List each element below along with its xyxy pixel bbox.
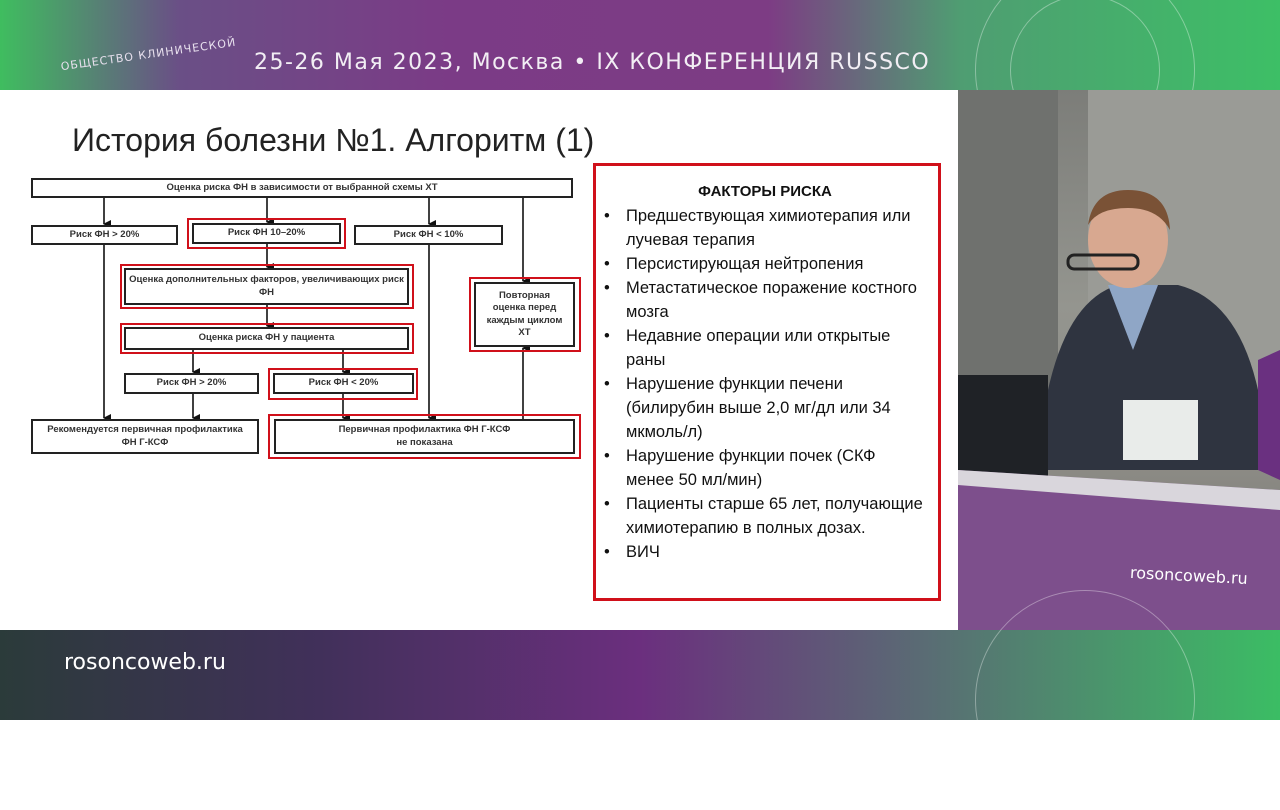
flow-patient-high-box: Риск ФН > 20%: [124, 373, 259, 394]
risk-factor-item: Персистирующая нейтропения: [602, 252, 928, 276]
risk-factor-item: Нарушение функции печени (билирубин выше…: [602, 372, 928, 444]
flow-risk-high-box: Риск ФН > 20%: [31, 225, 178, 245]
risk-factor-item: ВИЧ: [602, 540, 928, 564]
risk-factors-heading: ФАКТОРЫ РИСКА: [698, 183, 832, 200]
speaker-video: rosoncoweb.ru: [958, 90, 1280, 630]
flow-start-box: Оценка риска ФН в зависимости от выбранн…: [31, 178, 573, 198]
slide-title: История болезни №1. Алгоритм (1): [72, 122, 595, 158]
top-banner: ОБЩЕСТВО КЛИНИЧЕСКОЙ 25-26 Мая 2023, Мос…: [0, 0, 1280, 90]
conference-title: 25-26 Мая 2023, Москва • IX КОНФЕРЕНЦИЯ …: [254, 50, 931, 75]
flow-risk-mid-box: Риск ФН 10–20%: [192, 223, 341, 244]
flow-recommended-box: Рекомендуется первичная профилактика ФН …: [31, 419, 259, 454]
risk-factor-item: Недавние операции или открытые раны: [602, 324, 928, 372]
highlight-frame: [268, 414, 581, 459]
speaker-figure: [958, 190, 1280, 630]
flow-risk-low-box: Риск ФН < 10%: [354, 225, 503, 245]
highlight-frame: [120, 264, 414, 309]
highlight-frame: [469, 277, 581, 352]
bottom-banner: rosoncoweb.ru: [0, 590, 1280, 810]
wall-panel: [958, 90, 1058, 390]
risk-factor-item: Пациенты старше 65 лет, получающие химио…: [602, 492, 928, 540]
footer-url: rosoncoweb.ru: [64, 650, 226, 675]
highlight-frame: [268, 368, 418, 400]
risk-factor-item: Предшествующая химиотерапия или лучевая …: [602, 204, 928, 252]
highlight-frame: [187, 218, 346, 249]
flow-not-indicated-box: Первичная профилактика ФН Г-КСФ не показ…: [274, 419, 575, 454]
society-logo: ОБЩЕСТВО КЛИНИЧЕСКОЙ: [59, 35, 238, 74]
risk-factors-panel: ФАКТОРЫ РИСКА Предшествующая химиотерапи…: [593, 163, 941, 601]
flow-extra-factors-box: Оценка дополнительных факторов, увеличив…: [124, 268, 409, 305]
decor-circle: [975, 590, 1195, 810]
flow-repeat-box: Повторная оценка перед каждым циклом ХТ: [474, 282, 575, 347]
risk-factor-item: Нарушение функции почек (СКФ менее 50 мл…: [602, 444, 928, 492]
flow-patient-low-box: Риск ФН < 20%: [273, 373, 414, 394]
risk-factor-item: Метастатическое поражение костного мозга: [602, 276, 928, 324]
presentation-slide: История болезни №1. Алгоритм (1) Оценка …: [0, 90, 958, 630]
highlight-frame: [120, 323, 414, 354]
flow-patient-risk-box: Оценка риска ФН у пациента: [124, 327, 409, 350]
